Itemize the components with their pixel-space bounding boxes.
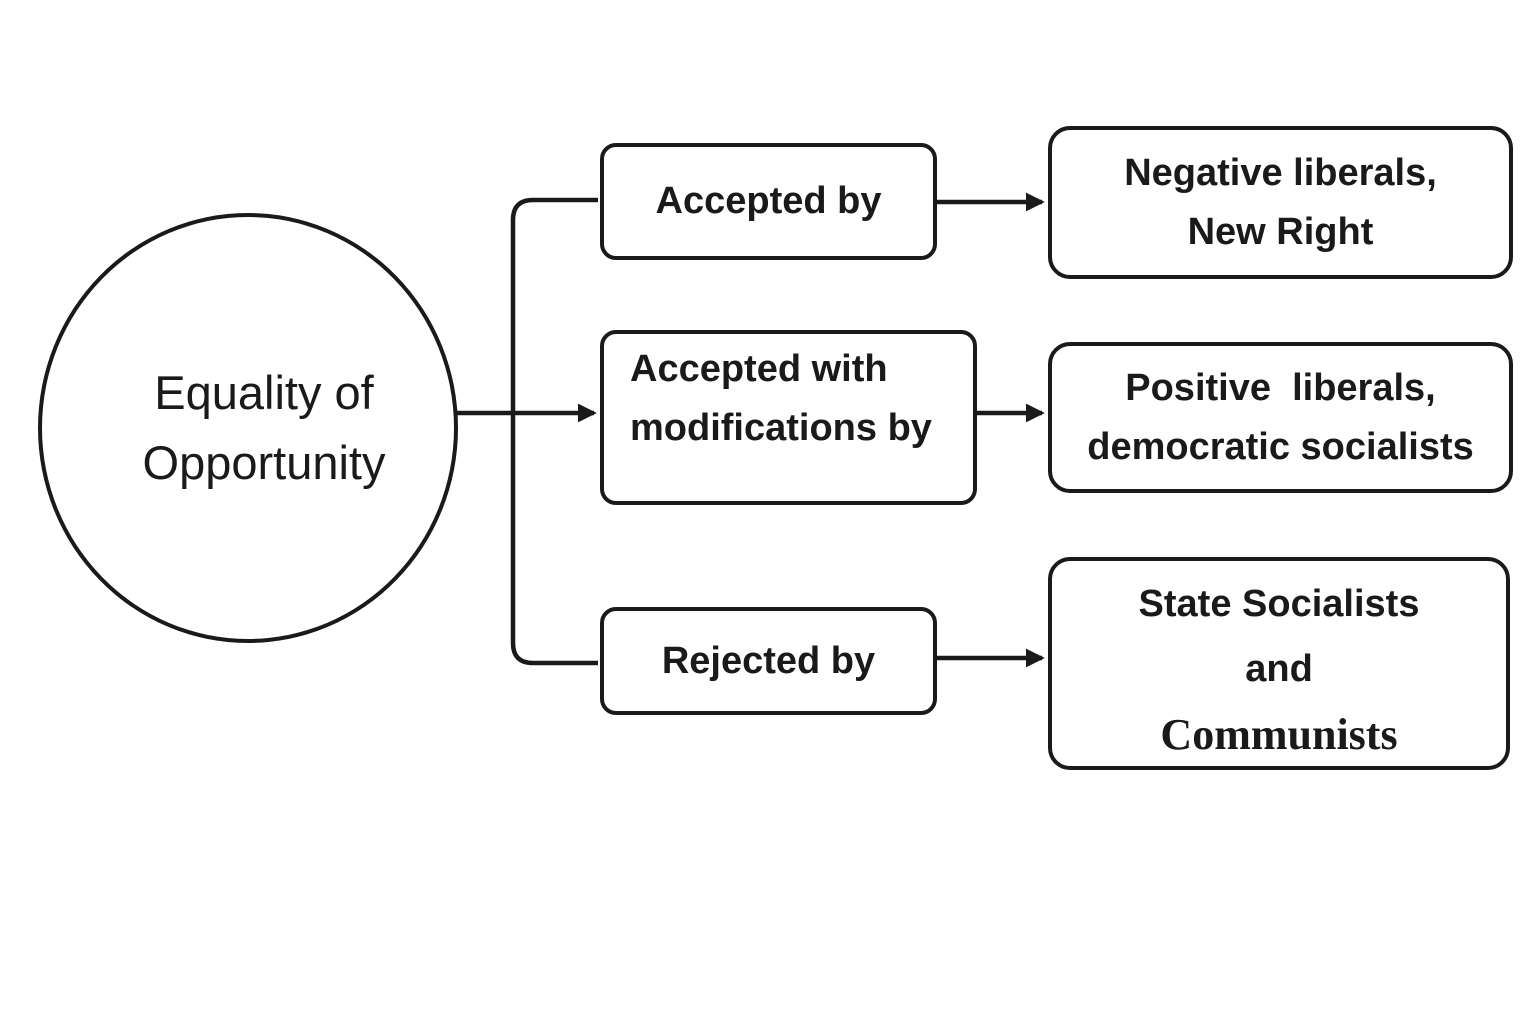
root-node: Equality of Opportunity [38,213,458,643]
result-box-state-socialists-line3: Communists [1160,710,1398,759]
condition-box-rejected-label: Rejected by [661,639,876,682]
condition-box-accepted: Accepted by [600,143,937,260]
result-box-positive-liberals: Positive liberals, democratic socialists [1048,342,1513,493]
result-box-negative-liberals-label: Negative liberals, New Right [1124,151,1437,253]
condition-box-accepted-label: Accepted by [655,180,882,223]
root-node-label: Equality of Opportunity [142,365,386,490]
result-box-state-socialists: State Socialists and Communists [1048,557,1510,770]
result-box-positive-liberals-label: Positive liberals, democratic socialists [1087,366,1474,468]
condition-box-accepted-with-modifications: Accepted with modifications by [600,330,977,505]
branch-trunk-line [510,197,598,666]
result-box-negative-liberals: Negative liberals, New Right [1048,126,1513,279]
condition-box-rejected: Rejected by [600,607,937,715]
condition-box-accepted-with-modifications-label: Accepted with modifications by [630,348,932,449]
result-box-state-socialists-line1: State Socialists [1138,583,1420,625]
result-box-state-socialists-line2: and [1245,648,1313,690]
